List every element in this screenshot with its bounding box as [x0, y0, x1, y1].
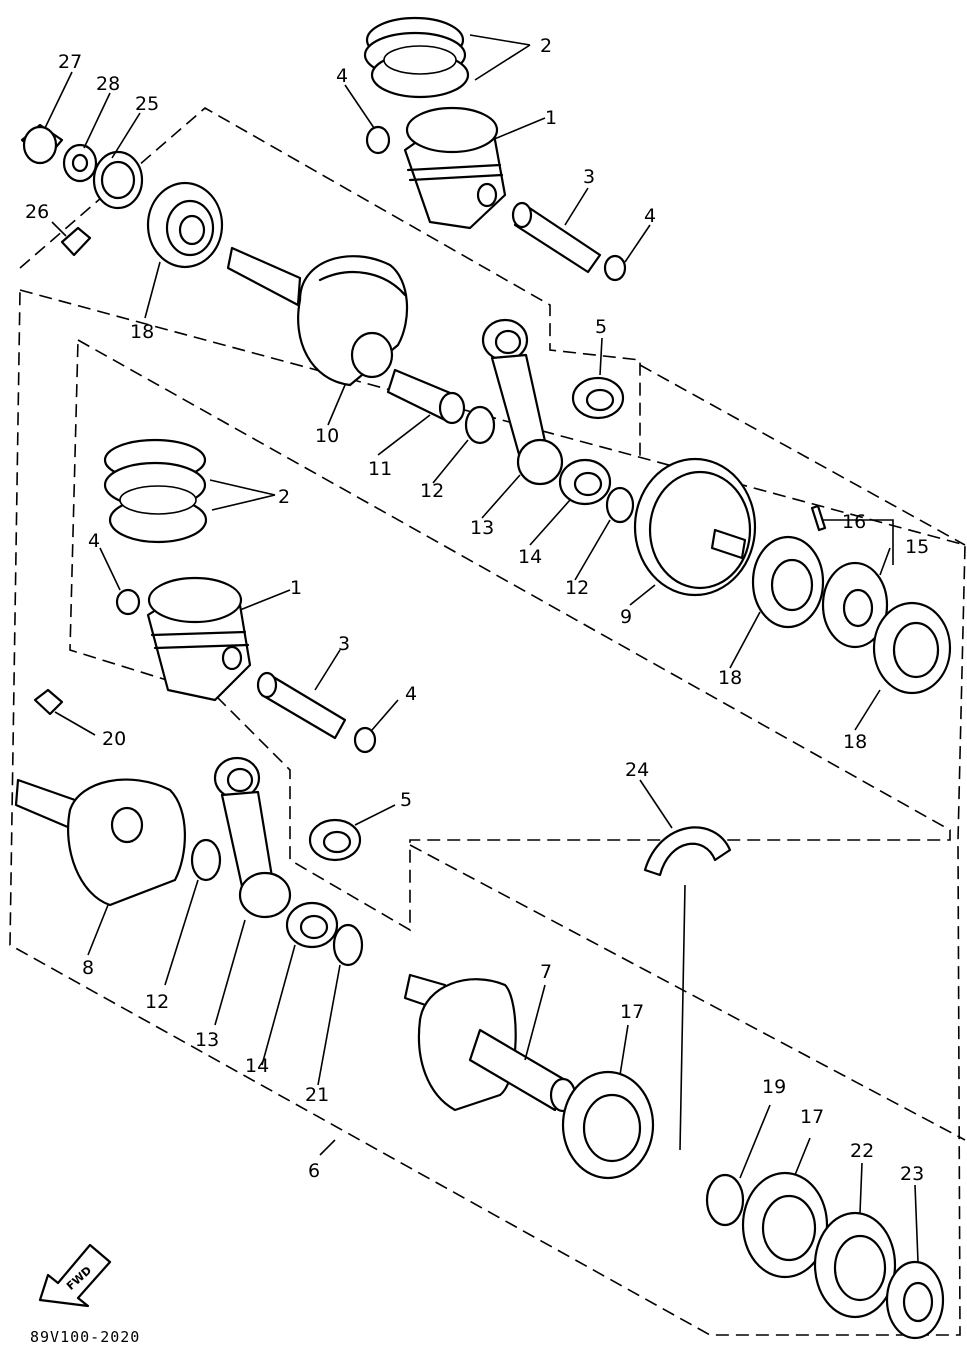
connecting-rod-mid	[213, 756, 292, 919]
label-p18-c: 18	[843, 731, 867, 753]
label-p1-mid: 1	[290, 577, 302, 599]
thrust-washer-mid	[190, 838, 222, 882]
dowel-pin	[810, 504, 827, 532]
label-p26: 26	[25, 201, 49, 223]
middle-crank-boundary	[69, 339, 951, 932]
leader-lines	[44, 34, 919, 1263]
label-p2-top: 2	[540, 35, 552, 57]
piston-rings-mid	[103, 438, 208, 544]
bearing-mid	[751, 535, 825, 629]
retaining-ring	[643, 826, 732, 877]
label-p14-top: 14	[518, 546, 542, 568]
label-p15: 15	[905, 536, 929, 558]
piston-rings-top	[363, 16, 470, 99]
connecting-rod-top	[481, 318, 564, 486]
label-p17-a: 17	[620, 1001, 644, 1023]
label-p24: 24	[625, 759, 649, 781]
label-p1-top: 1	[545, 107, 557, 129]
part-number-labels: 2 1 3 4 4 27 28 25 26 18 10 11 12 13 14 …	[25, 35, 929, 1185]
label-p8: 8	[82, 957, 94, 979]
thrust-washer-21	[332, 923, 364, 967]
outer-assembly-boundary	[9, 289, 966, 1336]
thrust-washer-top-b	[605, 486, 635, 524]
circlip-top-a	[365, 125, 391, 155]
label-p10: 10	[315, 425, 339, 447]
diagram-code: 89V100-2020	[30, 1328, 140, 1346]
label-p19: 19	[762, 1076, 786, 1098]
label-p13-mid: 13	[195, 1029, 219, 1051]
piston-top	[403, 106, 507, 230]
label-p21: 21	[305, 1084, 329, 1106]
label-p25: 25	[135, 93, 159, 115]
label-p13-top: 13	[470, 517, 494, 539]
label-p12-mid: 12	[145, 991, 169, 1013]
crank-pin-top	[386, 368, 466, 425]
circlip-mid-a	[115, 588, 141, 616]
oil-seal-set	[20, 123, 144, 210]
label-p18-b: 18	[718, 667, 742, 689]
bearing-17-b	[741, 1171, 829, 1279]
needle-bearing-big-mid	[285, 901, 339, 949]
piston-mid	[146, 576, 252, 702]
label-p3-mid: 3	[338, 633, 350, 655]
label-p18-a: 18	[130, 321, 154, 343]
needle-bearing-small-mid	[308, 818, 362, 862]
label-p6: 6	[308, 1160, 320, 1182]
top-crank-assembly	[20, 16, 952, 695]
crank-web-8	[14, 778, 186, 907]
label-p28: 28	[96, 73, 120, 95]
label-p7: 7	[540, 961, 552, 983]
bearing-right	[872, 601, 952, 695]
lower-crank-boundary	[409, 844, 966, 1141]
label-p4-top-a: 4	[336, 65, 348, 87]
assembly-boundary-lines	[9, 107, 966, 1336]
upper-crank-boundary	[19, 107, 641, 460]
label-p23: 23	[900, 1163, 924, 1185]
label-p2-mid: 2	[278, 486, 290, 508]
label-p22: 22	[850, 1140, 874, 1162]
woodruff-key-top	[60, 226, 92, 257]
pump-drive-gear	[885, 1260, 945, 1340]
circlip-mid-b	[353, 726, 377, 754]
shim-washer	[705, 1173, 745, 1227]
woodruff-key-mid	[33, 688, 64, 716]
crank-web-10	[226, 246, 409, 387]
label-p20: 20	[102, 728, 126, 750]
primary-drive-gear	[813, 1211, 897, 1319]
crank-web-9	[633, 457, 757, 597]
label-p4-mid-b: 4	[405, 683, 417, 705]
upper-crank-boundary-right	[639, 364, 966, 546]
lower-crank-assembly	[14, 438, 945, 1340]
label-p16: 16	[842, 511, 866, 533]
bearing-17-a	[561, 1070, 655, 1180]
label-p11: 11	[368, 458, 392, 480]
label-p12-top-a: 12	[420, 480, 444, 502]
label-p14-mid: 14	[245, 1055, 269, 1077]
label-p4-top-b: 4	[644, 205, 656, 227]
label-p17-b: 17	[800, 1106, 824, 1128]
label-p3-top: 3	[583, 166, 595, 188]
forward-arrow-icon: FWD	[38, 1243, 112, 1308]
label-p5-top: 5	[595, 316, 607, 338]
label-p12-top-b: 12	[565, 577, 589, 599]
label-p9: 9	[620, 606, 632, 628]
thrust-washer-top-a	[464, 405, 496, 445]
piston-pin-mid	[256, 671, 347, 740]
label-p27: 27	[58, 51, 82, 73]
needle-bearing-small-top	[571, 376, 625, 420]
crank-web-7	[403, 973, 577, 1113]
label-p4-mid-a: 4	[88, 530, 100, 552]
piston-pin-top	[511, 201, 602, 274]
bearing-top-left	[146, 181, 224, 269]
needle-bearing-big-top	[558, 458, 612, 506]
label-p5-mid: 5	[400, 789, 412, 811]
circlip-top-b	[603, 254, 627, 282]
labyrinth-seal	[821, 561, 889, 649]
